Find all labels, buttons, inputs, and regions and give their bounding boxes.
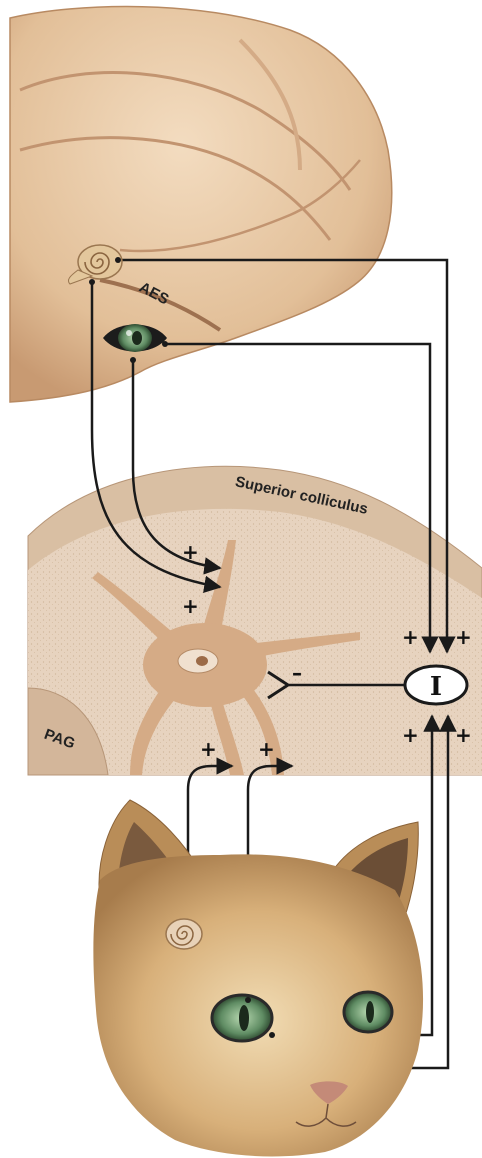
inhibitory-interneuron: I bbox=[405, 666, 467, 704]
cortex-region: AES bbox=[10, 7, 392, 402]
cat-left-pupil bbox=[239, 1005, 249, 1031]
plus-sign-interneuron-top-right: + bbox=[455, 625, 472, 649]
plus-sign-aes-auditory: + bbox=[182, 594, 199, 618]
neuron-nucleolus bbox=[196, 656, 208, 666]
cortex-shape bbox=[10, 7, 392, 402]
plus-sign-eye-input: + bbox=[258, 737, 275, 761]
minus-sign-inhibitory: – bbox=[292, 661, 302, 685]
plus-sign-aes-visual: + bbox=[182, 540, 199, 564]
plus-sign-interneuron-top-left: + bbox=[402, 625, 419, 649]
interneuron-label: I bbox=[430, 672, 442, 702]
cat-right-pupil bbox=[366, 1001, 374, 1023]
cat-face bbox=[93, 800, 423, 1156]
plus-sign-ear-input: + bbox=[200, 737, 217, 761]
plus-sign-interneuron-bottom-right: + bbox=[455, 723, 472, 747]
plus-sign-interneuron-bottom-left: + bbox=[402, 723, 419, 747]
peripheral-ear-cochlea-icon bbox=[166, 919, 202, 949]
